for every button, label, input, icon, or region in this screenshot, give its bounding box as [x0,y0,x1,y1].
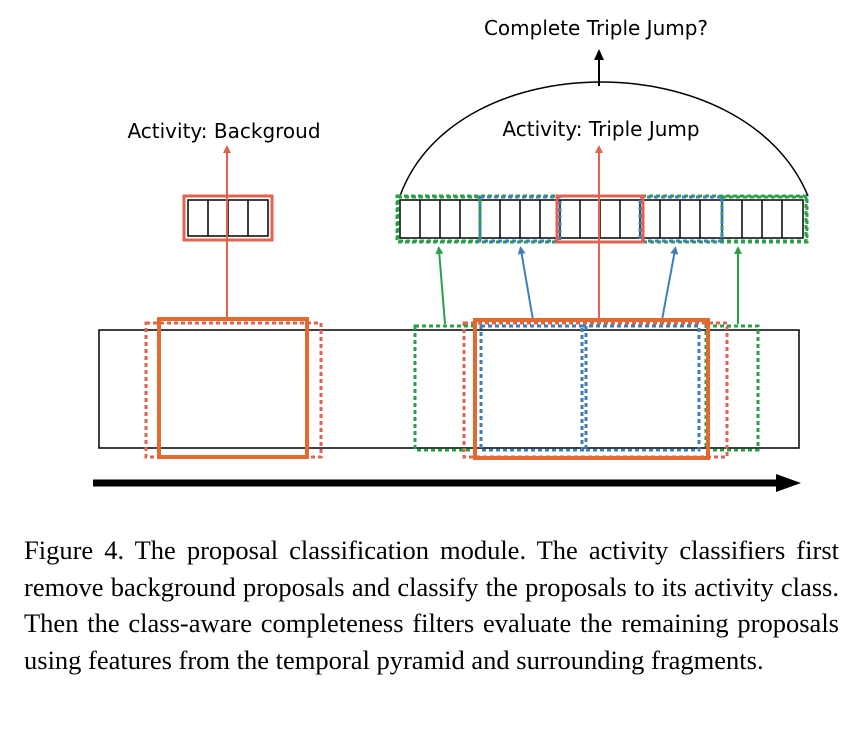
video-bar [98,329,800,449]
activity-label: Activity: Triple Jump [502,117,699,141]
figure-caption: Figure 4. The proposal classification mo… [24,535,839,675]
surrounding-feature-box [395,194,809,244]
completeness-arrow-head [594,49,604,60]
second-half-feature-box [638,195,724,243]
second-half-arrow [661,246,679,321]
time-axis-head [776,474,801,492]
completeness-arc [399,81,809,197]
second-half-box [580,324,701,452]
starting-fragment-arrow [435,246,446,325]
ending-fragment-feature-box [720,195,808,243]
first-half-arrow [517,246,534,321]
completeness-label: Complete Triple Jump? [484,16,708,40]
background-label: Activity: Backgroud [127,119,320,143]
ending-fragment-box [704,324,760,452]
activity-proposal-box [473,318,710,460]
starting-fragment-box [413,324,477,452]
background-proposal-box [157,317,309,459]
background-context-box [144,321,323,459]
first-half-box [479,324,588,452]
diagram-canvas: Complete Triple Jump? Activity: Backgrou… [93,16,809,492]
pyramid-feature-vector [395,194,809,244]
starting-fragment-feature-box [396,195,482,243]
first-half-feature-box [478,195,562,243]
activity-context-box [462,321,729,459]
